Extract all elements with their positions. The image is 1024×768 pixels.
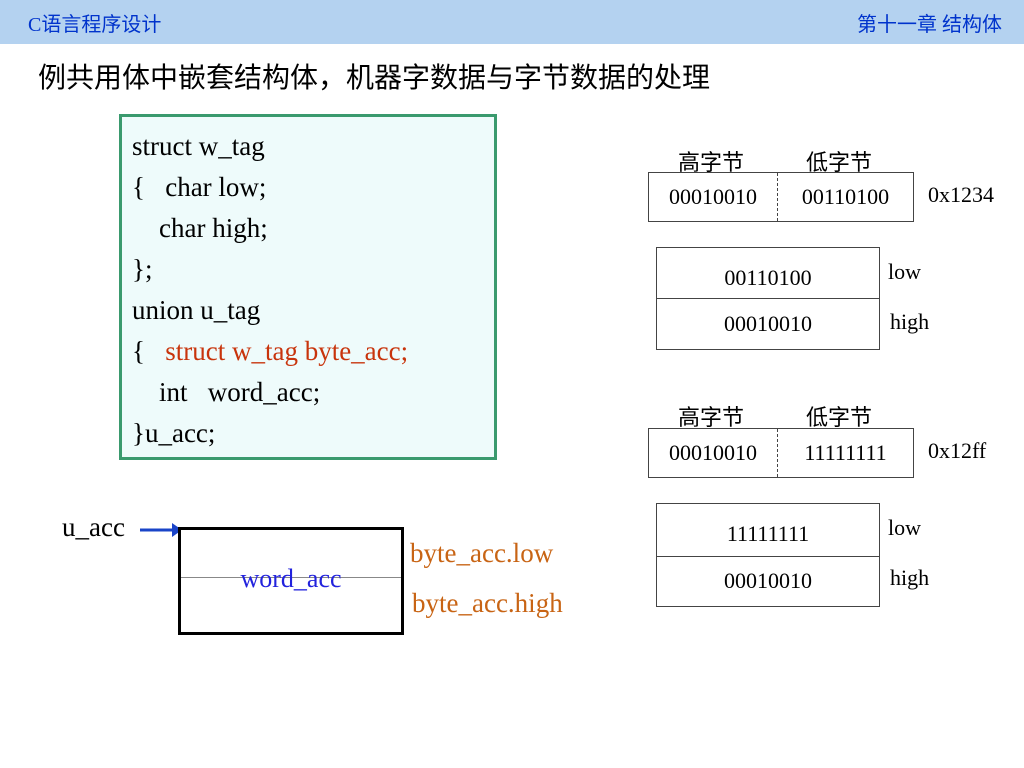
pointer-arrow-icon	[140, 523, 182, 537]
word-value-box: 00010010 00110100	[648, 172, 914, 222]
memory-low-byte: 00110100	[724, 265, 812, 290]
byte-divider	[777, 173, 778, 221]
low-byte-label: 低字节	[806, 150, 873, 175]
memory-divider	[657, 556, 879, 557]
code-line: struct w_tag	[132, 131, 265, 161]
memory-high-byte: 00010010	[724, 311, 812, 336]
low-byte-value: 00110100	[801, 184, 890, 209]
memory-layout: 00110100 00010010	[656, 247, 880, 350]
code-line-with-highlight: { struct w_tag byte_acc;	[132, 338, 408, 365]
code-line: };	[132, 254, 153, 284]
header-bar	[0, 0, 1024, 44]
high-byte-label: 高字节	[678, 405, 745, 430]
high-byte-label: 高字节	[678, 150, 745, 175]
hex-value: 0x1234	[928, 182, 994, 207]
code-brace: {	[132, 336, 166, 366]
word-acc-label: word_acc	[240, 564, 342, 593]
union-variable-label: u_acc	[62, 512, 125, 542]
union-byte-divider	[181, 577, 401, 578]
low-byte-label: 低字节	[806, 405, 873, 430]
low-tag: low	[888, 515, 921, 540]
memory-divider	[657, 298, 879, 299]
high-byte-value: 00010010	[669, 440, 757, 465]
high-tag: high	[890, 309, 930, 334]
low-tag: low	[888, 259, 921, 284]
high-tag: high	[890, 565, 930, 590]
code-line: }u_acc;	[132, 418, 216, 448]
code-line: char high;	[132, 213, 268, 243]
memory-high-byte: 00010010	[724, 568, 812, 593]
word-value-box: 00010010 11111111	[648, 428, 914, 478]
union-memory-box: word_acc	[178, 527, 404, 635]
code-line: { char low;	[132, 172, 267, 202]
byte-divider	[777, 429, 778, 477]
code-line: union u_tag	[132, 295, 261, 325]
hex-value: 0x12ff	[928, 438, 987, 463]
slide-title: 例共用体中嵌套结构体，机器字数据与字节数据的处理	[38, 63, 711, 94]
code-highlight: struct w_tag byte_acc;	[165, 336, 409, 366]
byte-acc-low-label: byte_acc.low	[410, 538, 554, 568]
memory-layout: 11111111 00010010	[656, 503, 880, 607]
low-byte-value: 11111111	[804, 440, 887, 465]
code-box: struct w_tag { char low; char high; }; u…	[119, 114, 497, 460]
memory-low-byte: 11111111	[726, 521, 810, 546]
high-byte-value: 00010010	[669, 184, 757, 209]
chapter-title: 第十一章 结构体	[857, 14, 1002, 36]
course-title: C语言程序设计	[28, 14, 162, 36]
code-line: int word_acc;	[132, 377, 321, 407]
byte-acc-high-label: byte_acc.high	[412, 588, 563, 618]
